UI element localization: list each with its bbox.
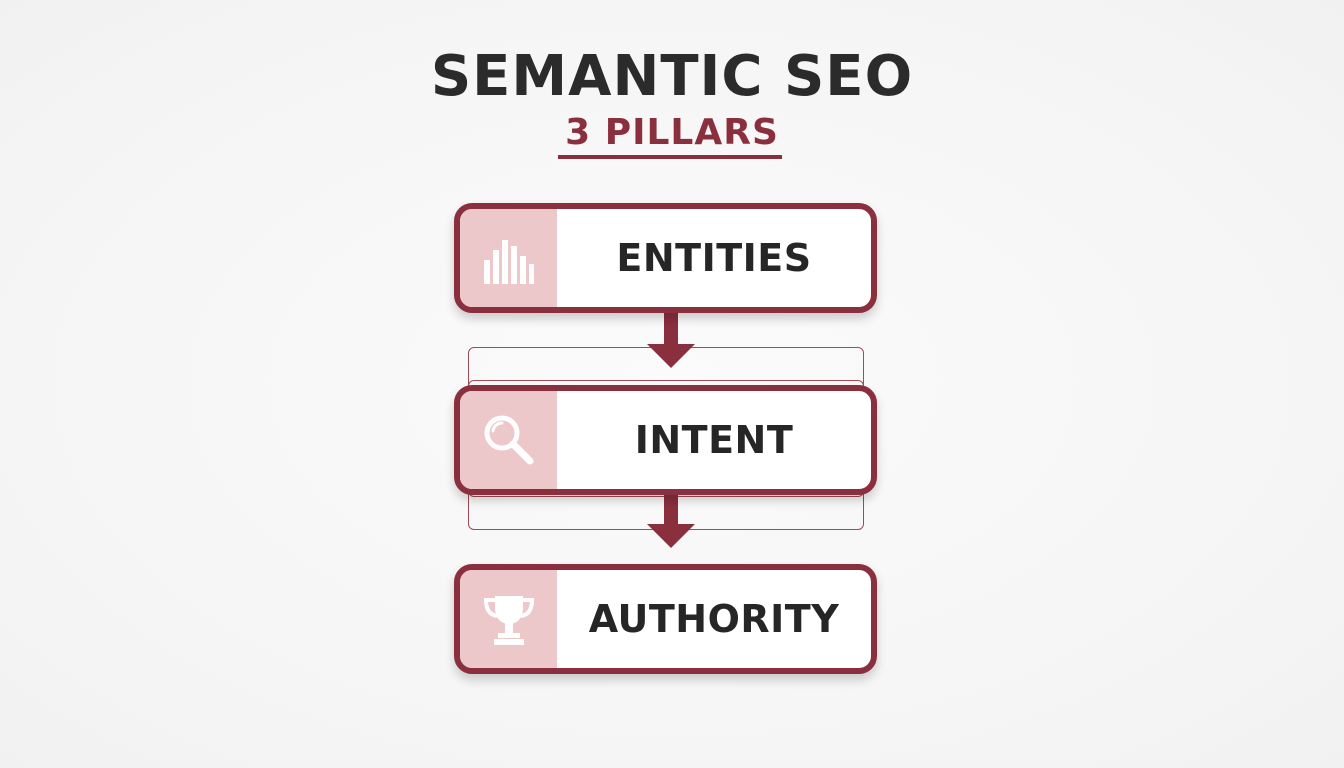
- pillar-icon-cell: [460, 209, 557, 307]
- arrow-down-icon: [647, 524, 695, 548]
- diagram-subtitle: 3 PILLARS: [565, 112, 779, 153]
- arrow-2-shaft: [664, 492, 678, 526]
- arrow-1-shaft: [664, 310, 678, 346]
- trophy-icon: [483, 596, 534, 645]
- bar-chart-icon: [483, 240, 534, 284]
- pillar-icon-cell: [460, 391, 557, 489]
- pillar-label: ENTITIES: [616, 236, 812, 280]
- arrow-down-icon: [647, 344, 695, 368]
- pillar-intent: INTENT: [454, 385, 877, 495]
- subtitle-underline: [558, 155, 782, 159]
- pillar-authority: AUTHORITY: [454, 564, 877, 674]
- pillar-entities: ENTITIES: [454, 203, 877, 313]
- diagram-title: SEMANTIC SEO: [430, 44, 914, 109]
- pillar-label: AUTHORITY: [588, 597, 840, 641]
- pillar-icon-cell: [460, 570, 557, 668]
- magnifier-icon: [484, 415, 533, 465]
- pillar-label: INTENT: [634, 418, 794, 462]
